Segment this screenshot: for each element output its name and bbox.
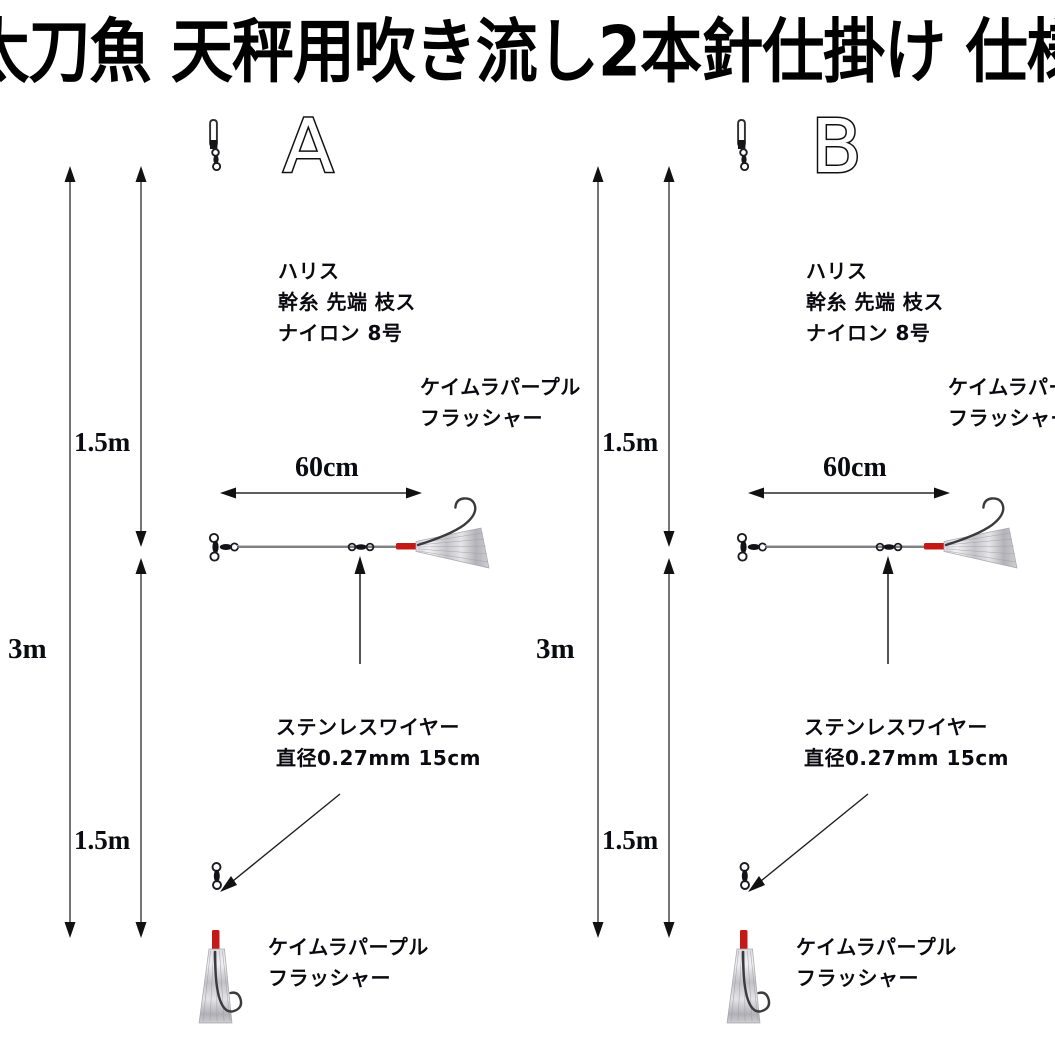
label-harisu-b: ハリス 幹糸 先端 枝ス ナイロン 8号 [806, 259, 944, 345]
dimension-arrow-upper-a [135, 166, 147, 547]
page-title-bar: 船太刀魚 天秤用吹き流し2本針仕掛け 仕様図 [0, 0, 1055, 104]
label-wire-b: ステンレスワイヤー 直径0.27mm 15cm [804, 715, 1010, 770]
rig-panel-a: A 3m 1.5m 1.5m 60cm ハリス 幹糸 先端 枝ス ナイロン 8号… [0, 104, 580, 1055]
dimension-arrow-upper-b [663, 166, 675, 547]
barrel-swivel-a [347, 542, 375, 552]
barrel-swivel-b [875, 542, 903, 552]
label-flasher-lower-b: ケイムラパープル フラッシャー [796, 935, 957, 990]
dimension-arrow-total-b [592, 166, 604, 938]
three-way-swivel-b [736, 532, 767, 562]
wire-label-pointer-a [220, 793, 341, 892]
dimension-arrow-lower-a [135, 558, 147, 938]
flasher-upper-b [924, 497, 1018, 569]
wire-pointer-a [354, 556, 366, 664]
panel-letter-b: B [810, 104, 864, 190]
rig-drawing-b [592, 119, 1018, 1024]
dimension-arrow-total-a [64, 166, 76, 938]
dimension-total-b: 3m [536, 633, 575, 665]
hook-upper-a [416, 497, 477, 547]
label-flasher-upper-b: ケイムラパープル フラッシャー [948, 375, 1055, 430]
label-flasher-lower-a: ケイムラパープル フラッシャー [268, 935, 429, 990]
flasher-lower-b [726, 930, 771, 1024]
dimension-arrow-lower-b [663, 558, 675, 938]
dimension-upper-b: 1.5m [602, 427, 659, 457]
flasher-upper-a [396, 497, 490, 569]
dimension-branch-b: 60cm [823, 452, 887, 483]
rig-panel-b: B 3m 1.5m 1.5m 60cm ハリス 幹糸 先端 枝ス ナイロン 8号… [528, 104, 1055, 1055]
label-wire-a: ステンレスワイヤー 直径0.27mm 15cm [276, 715, 482, 770]
top-snap-swivel-a [209, 119, 222, 172]
wire-label-pointer-b [748, 793, 869, 892]
rig-drawing-a [64, 119, 490, 1024]
hook-lower-a [213, 950, 243, 1013]
top-snap-swivel-b [737, 119, 750, 172]
dimension-lower-b: 1.5m [602, 825, 659, 855]
page-title: 船太刀魚 天秤用吹き流し2本針仕掛け 仕様図 [0, 10, 1055, 93]
panel-letter-a: A [282, 104, 336, 190]
dimension-branch-a: 60cm [295, 452, 359, 483]
three-way-swivel-a [208, 532, 239, 562]
flasher-lower-a [198, 930, 243, 1024]
hook-lower-b [741, 950, 771, 1013]
dimension-arrow-branch-a [220, 487, 422, 499]
lower-swivel-a [211, 862, 222, 890]
dimension-lower-a: 1.5m [74, 825, 131, 855]
dimension-total-a: 3m [8, 633, 47, 665]
dimension-arrow-branch-b [748, 487, 950, 499]
label-harisu-a: ハリス 幹糸 先端 枝ス ナイロン 8号 [278, 259, 416, 345]
lower-swivel-b [739, 862, 750, 890]
hook-upper-b [944, 497, 1005, 547]
wire-pointer-b [882, 556, 894, 664]
dimension-upper-a: 1.5m [74, 427, 131, 457]
label-flasher-upper-a: ケイムラパープル フラッシャー [420, 375, 581, 430]
